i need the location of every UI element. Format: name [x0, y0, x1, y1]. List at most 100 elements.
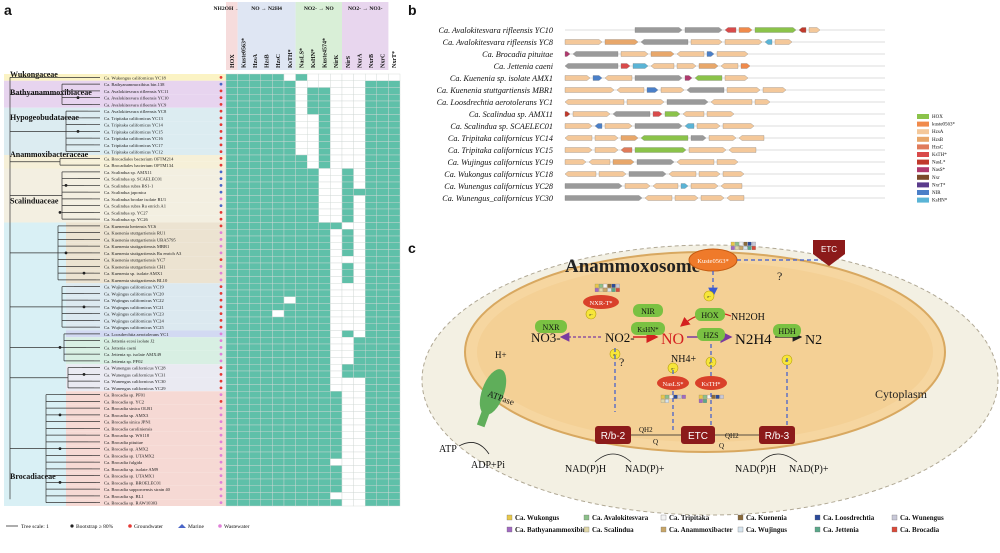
- matrix-cell: [295, 87, 308, 95]
- nir-enzyme[interactable]: [633, 304, 663, 317]
- matrix-cell: [341, 215, 354, 223]
- genus-presence-square: [747, 241, 752, 246]
- matrix-cell: [307, 276, 320, 284]
- environment-dot: [219, 481, 223, 484]
- matrix-cell: [248, 337, 261, 345]
- matrix-cell: [388, 451, 401, 459]
- matrix-cell: [283, 492, 296, 500]
- matrix-cell: [272, 134, 285, 142]
- matrix-cell: [365, 296, 378, 304]
- matrix-cell: [365, 127, 378, 135]
- matrix-cell: [376, 397, 389, 405]
- matrix-cell: [283, 100, 296, 108]
- matrix-cell: [237, 303, 250, 311]
- nasls-enzyme[interactable]: [657, 376, 689, 390]
- matrix-cell: [341, 384, 354, 392]
- environment-dot: [219, 359, 223, 363]
- matrix-cell: [283, 256, 296, 264]
- environment-dot: [219, 136, 223, 140]
- rb2-complex[interactable]: [595, 426, 631, 444]
- matrix-cell: [260, 73, 273, 81]
- matrix-cell: [225, 465, 238, 473]
- family-label: Hypogeobudataceae: [10, 113, 79, 122]
- taxon-band: [66, 114, 226, 122]
- hdh-enzyme[interactable]: [773, 324, 801, 337]
- matrix-cell: [272, 397, 285, 405]
- matrix-cell: [225, 478, 238, 486]
- environment-dot: [219, 82, 223, 86]
- rb3-complex[interactable]: [759, 426, 795, 444]
- matrix-cell: [307, 154, 320, 162]
- environment-dot: [219, 285, 223, 289]
- nxr-enzyme[interactable]: [535, 320, 567, 333]
- matrix-cell: [283, 127, 296, 135]
- etc-bottom-complex[interactable]: [681, 426, 715, 444]
- environment-dot: [219, 420, 223, 424]
- matrix-cell: [260, 499, 273, 507]
- taxon-band: [66, 458, 226, 466]
- legend-marine: Marine: [188, 524, 204, 530]
- matrix-cell: [248, 100, 261, 108]
- matrix-cell: [330, 350, 343, 358]
- bootstrap-dot: [64, 184, 68, 187]
- matrix-cell: [353, 276, 366, 284]
- matrix-cell: [272, 391, 285, 399]
- genus-presence-square: [599, 283, 603, 288]
- taxon-name: Ca. Tripitaka californicus YC17: [104, 143, 163, 148]
- matrix-cell: [330, 114, 343, 122]
- taxon-band: [66, 215, 226, 223]
- nxrt-enzyme[interactable]: [583, 295, 619, 309]
- matrix-cell: [237, 357, 250, 365]
- matrix-cell: [318, 350, 331, 358]
- matrix-cell: [388, 364, 401, 372]
- hzs-enzyme[interactable]: [697, 328, 725, 341]
- matrix-cell: [353, 114, 366, 122]
- matrix-cell: [365, 100, 378, 108]
- matrix-cell: [388, 195, 401, 203]
- kshn-enzyme[interactable]: [631, 322, 665, 335]
- taxon-band: [66, 290, 226, 297]
- matrix-cell: [365, 316, 378, 324]
- matrix-cell: [272, 458, 285, 466]
- matrix-cell: [248, 404, 261, 412]
- matrix-cell: [283, 148, 296, 156]
- gene-legend-label: NxrT*: [932, 183, 946, 188]
- matrix-cell: [307, 384, 320, 392]
- environment-dot: [219, 379, 223, 383]
- matrix-cell: [225, 357, 238, 365]
- matrix-cell: [295, 472, 308, 480]
- ksth-enzyme[interactable]: [695, 376, 727, 390]
- matrix-cell: [307, 438, 320, 446]
- matrix-cell: [237, 458, 250, 466]
- matrix-cell: [365, 262, 378, 270]
- environment-dot: [219, 460, 223, 464]
- matrix-cell: [295, 154, 308, 162]
- matrix-cell: [307, 391, 320, 399]
- environment-dot: [219, 177, 223, 181]
- matrix-cell: [318, 229, 331, 237]
- taxon-name: Ca. Brocadia sp. AMX3: [104, 413, 149, 418]
- taxon-name: Ca. Brocadia sp. PF01: [104, 393, 146, 398]
- taxon-band: [66, 371, 226, 378]
- atpase-complex[interactable]: [470, 366, 511, 430]
- nir-question: ?: [619, 355, 624, 369]
- gene-arrow: [808, 27, 821, 33]
- taxon-name: Ca. Kuenenia stuttgartiensis Ru enrich A…: [104, 251, 182, 256]
- matrix-cell: [388, 343, 401, 351]
- environment-dot: [219, 433, 223, 437]
- matrix-cell: [318, 168, 331, 176]
- matrix-cell: [225, 235, 238, 243]
- matrix-cell: [283, 485, 296, 493]
- matrix-cell: [330, 485, 343, 493]
- gene-arrow: [674, 195, 699, 201]
- gene-arrow: [698, 63, 719, 69]
- hox-enzyme[interactable]: [695, 308, 725, 321]
- gene-arrow: [676, 51, 705, 57]
- nxrt-label: NXR-T*: [589, 300, 612, 307]
- matrix-cell: [295, 242, 308, 250]
- matrix-cell: [225, 458, 238, 466]
- gene-legend-swatch: [917, 144, 929, 150]
- etc-top-complex[interactable]: [813, 240, 845, 266]
- matrix-cell: [318, 87, 331, 95]
- matrix-cell: [248, 303, 261, 311]
